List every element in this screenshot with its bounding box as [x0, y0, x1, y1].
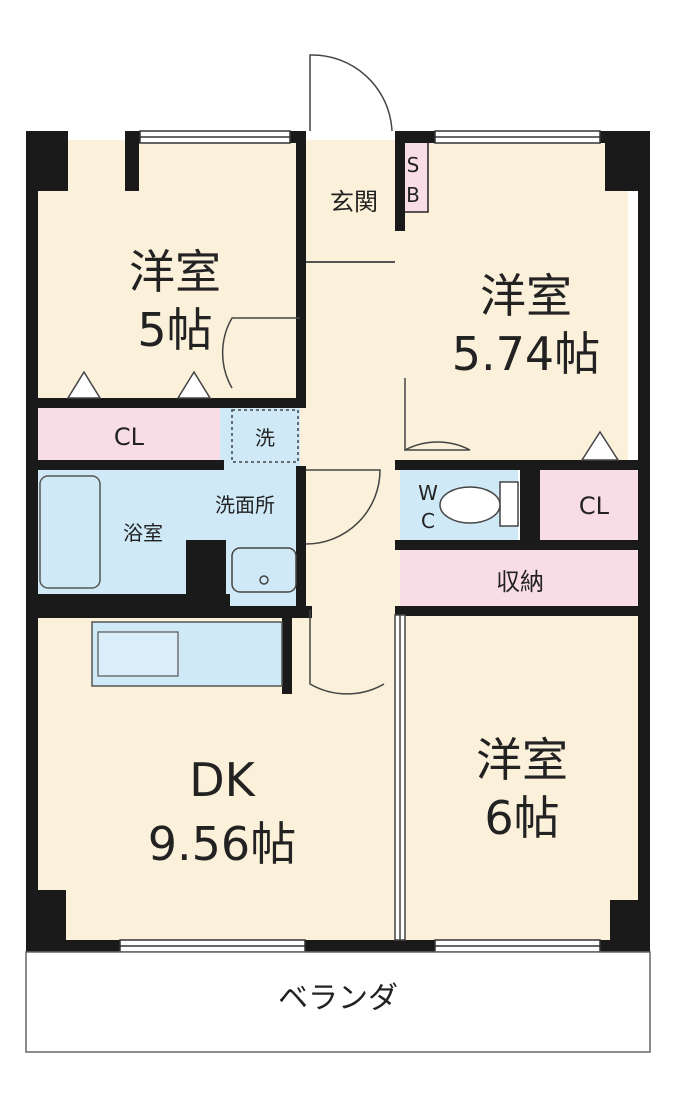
basin-drain-icon [259, 575, 269, 585]
shoe-box-s: S [407, 153, 420, 177]
shoe-box-b: B [406, 183, 420, 207]
balcony[interactable] [25, 951, 651, 1053]
dk-name: DK [189, 753, 256, 807]
washer-pan[interactable] [231, 409, 299, 463]
bathroom-label: 浴室 [123, 521, 163, 545]
storage-label: 収納 [496, 568, 544, 596]
wc-label-c: C [421, 509, 435, 533]
western-nw-name: 洋室 [129, 245, 221, 299]
door-swings [221, 54, 471, 695]
washroom-label: 洗面所 [215, 493, 275, 517]
closet-west[interactable] [38, 408, 220, 460]
closet-east[interactable] [540, 468, 638, 540]
western-ne-name: 洋室 [480, 269, 572, 323]
western-se-name: 洋室 [476, 733, 568, 787]
kitchen-sink [97, 631, 179, 677]
wc-label-w: W [418, 481, 438, 505]
entrance-label: 玄関 [330, 188, 378, 216]
western-nw-size: 5帖 [137, 303, 212, 357]
western-ne-size: 5.74帖 [452, 327, 600, 381]
toilet-icon[interactable] [439, 481, 519, 527]
bathtub[interactable] [39, 475, 101, 589]
washbasin[interactable] [231, 547, 297, 593]
dk-size: 9.56帖 [148, 817, 296, 871]
closet-east-label: CL [579, 492, 610, 520]
floor-entrance[interactable] [300, 140, 400, 610]
floor-western-ne[interactable] [400, 140, 628, 462]
floor-western-nw[interactable] [38, 140, 300, 402]
closet-west-label: CL [114, 423, 145, 451]
floor-western-se[interactable] [400, 615, 638, 944]
windows [119, 130, 601, 953]
western-se-size: 6帖 [484, 791, 559, 845]
closet-marks [66, 370, 620, 461]
sliding-partition [394, 614, 406, 941]
balcony-label: ベランダ [278, 981, 398, 1016]
storage[interactable] [400, 548, 638, 610]
washer-label: 洗 [255, 426, 275, 450]
